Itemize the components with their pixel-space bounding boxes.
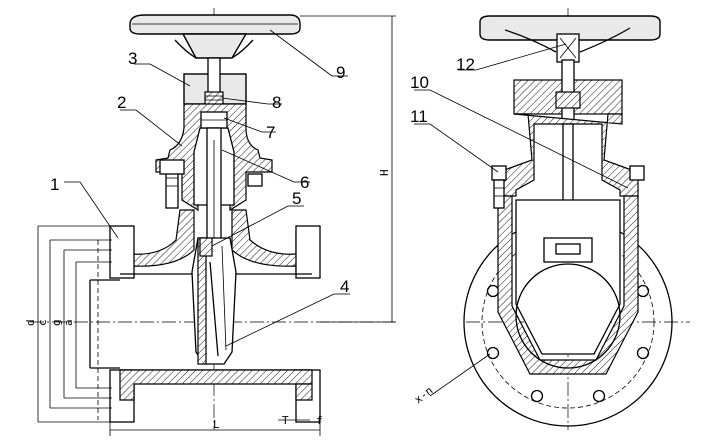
callout-1: 1 bbox=[50, 175, 59, 194]
left-dimensions bbox=[37, 225, 112, 423]
callout-9: 9 bbox=[336, 63, 345, 82]
left-flange bbox=[109, 225, 135, 279]
handwheel-end bbox=[479, 15, 661, 41]
section-view: d c g a L T f H bbox=[24, 8, 396, 436]
callout-12: 12 bbox=[456, 55, 475, 74]
bore bbox=[515, 263, 621, 369]
bolt-holes-label: x-n bbox=[412, 384, 436, 406]
dim-c: c bbox=[36, 319, 49, 326]
callout-6: 6 bbox=[300, 173, 309, 192]
dim-thickness: T bbox=[282, 414, 289, 427]
valve-body-upper bbox=[117, 209, 195, 273]
callout-2: 2 bbox=[117, 93, 126, 112]
callout-7: 7 bbox=[266, 123, 275, 142]
valve-body-lower bbox=[119, 369, 313, 401]
dim-d: d bbox=[24, 319, 37, 326]
end-view bbox=[463, 8, 690, 430]
dim-g: g bbox=[50, 319, 63, 326]
dim-a: a bbox=[62, 319, 75, 326]
callout-4: 4 bbox=[340, 277, 349, 296]
callout-3: 3 bbox=[128, 49, 137, 68]
right-flange bbox=[295, 225, 321, 279]
callout-11: 11 bbox=[410, 107, 428, 126]
body-end bbox=[497, 195, 639, 375]
handwheel bbox=[129, 14, 301, 59]
callout-leaders bbox=[64, 29, 629, 397]
valve-body-upper-right bbox=[231, 209, 311, 273]
callout-5: 5 bbox=[292, 189, 301, 208]
callout-8: 8 bbox=[272, 93, 281, 112]
wedge-nut bbox=[199, 237, 213, 257]
dim-length: L bbox=[213, 418, 220, 431]
dim-flange: f bbox=[316, 414, 323, 427]
callout-10: 10 bbox=[410, 73, 429, 92]
dim-height: H bbox=[378, 169, 391, 176]
